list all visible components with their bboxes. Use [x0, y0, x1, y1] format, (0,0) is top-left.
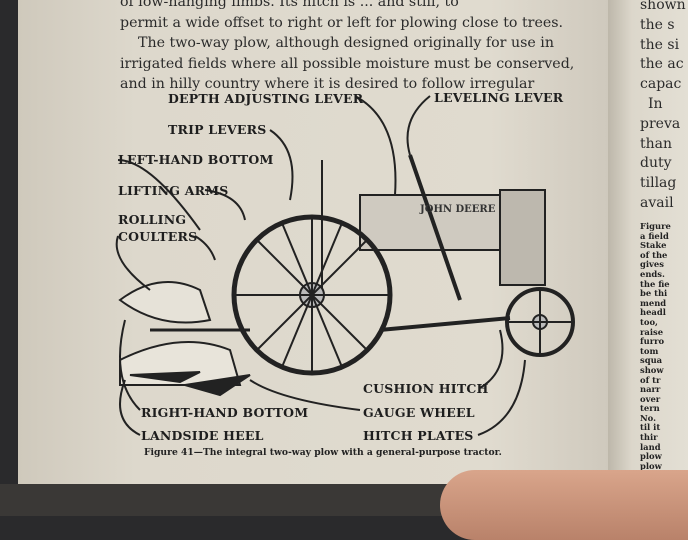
text-line: In: [648, 95, 663, 112]
text-line: avail: [640, 194, 674, 211]
leader-coulters: [194, 235, 216, 261]
text-line: The two-way plow, although designed orig…: [138, 35, 554, 51]
finger: [440, 470, 688, 540]
tractor-brand-logo: JOHN DEERE: [419, 204, 496, 215]
text-line: tillag: [640, 175, 677, 192]
leader-leveling: [406, 95, 431, 156]
text-line: shown: [640, 0, 686, 13]
label-rolling-coulters-2: COULTERS: [118, 229, 198, 244]
right-page-text: shown the s the si the ac capac In preva…: [640, 0, 686, 214]
text-line: thir: [640, 432, 658, 443]
label-trip-levers: TRIP LEVERS: [168, 122, 267, 137]
label-lifting-arms: LIFTING ARMS: [118, 183, 229, 198]
text-line: tern: [640, 403, 660, 414]
label-rolling-coulters-1: ROLLING: [118, 212, 187, 227]
text-line: Figure: [640, 221, 671, 231]
label-gauge-wheel: GAUGE WHEEL: [363, 405, 475, 420]
text-line: No.: [640, 412, 657, 423]
text-line: narr: [640, 384, 661, 395]
text-line: land: [640, 441, 661, 452]
landside-heel-shape: [184, 374, 251, 397]
text-line: show: [640, 364, 664, 375]
text-line: ends.: [640, 268, 665, 279]
leader-right-bottom: [119, 319, 141, 411]
text-line: duty: [640, 155, 672, 172]
hitch-beam: [379, 316, 511, 332]
text-line: of the: [640, 249, 668, 260]
text-line: the fie: [640, 278, 670, 289]
leader-left-bottom: [117, 159, 201, 231]
text-line: headl: [640, 307, 666, 318]
share-point: [129, 371, 201, 384]
figure-caption: Figure 41—The integral two-way plow with…: [144, 447, 502, 458]
label-depth-adjusting-lever: DEPTH ADJUSTING LEVER: [168, 91, 364, 106]
leveling-lever-rod: [408, 154, 462, 301]
label-hitch-plates: HITCH PLATES: [363, 428, 474, 443]
text-line: raise: [640, 326, 664, 337]
leader-lifting: [204, 189, 246, 221]
leader-landside: [119, 379, 141, 436]
text-line: mend: [640, 297, 667, 308]
text-line: over: [640, 393, 661, 404]
text-line: plow: [640, 451, 662, 462]
text-line: irrigated fields where all possible mois…: [120, 55, 575, 72]
text-line: of low-hanging limbs. Its hitch is ... a…: [120, 0, 459, 10]
text-line: permit a wide offset to right or left fo…: [120, 14, 564, 31]
label-right-hand-bottom: RIGHT-HAND BOTTOM: [141, 405, 309, 420]
text-line: too,: [640, 316, 658, 327]
leader-hitch-plates: [477, 359, 526, 436]
tractor-plow-illustration: JOHN DEERE: [115, 95, 547, 436]
leader-trip: [269, 129, 294, 201]
text-line: Stake: [640, 240, 667, 251]
text-line: the s: [640, 16, 675, 33]
label-cushion-hitch: CUSHION HITCH: [363, 381, 489, 396]
text-line: squa: [640, 355, 663, 366]
left-hand-bottom-shape: [118, 281, 212, 324]
right-page: [608, 0, 688, 490]
label-leveling-lever: LEVELING LEVER: [434, 90, 564, 105]
label-left-hand-bottom: LEFT-HAND BOTTOM: [118, 152, 274, 167]
text-line: gives: [640, 259, 664, 270]
leader-cushion: [479, 329, 504, 389]
leader-coulters-2: [115, 235, 151, 291]
text-line: furro: [640, 336, 665, 347]
label-landside-heel: LANDSIDE HEEL: [141, 428, 264, 443]
text-line: and in hilly country where it is desired…: [120, 76, 535, 92]
rear-wheel-spokes: [234, 217, 390, 373]
tractor-grille: [499, 189, 546, 286]
text-line: preva: [640, 115, 681, 132]
text-line: a field: [640, 230, 669, 241]
text-line: of tr: [640, 374, 661, 385]
text-line: the si: [640, 36, 680, 53]
text-line: plow: [640, 460, 662, 471]
body-text: of low-hanging limbs. Its hitch is ... a…: [120, 0, 575, 95]
leader-gauge: [249, 379, 361, 411]
text-line: tom: [640, 345, 659, 356]
text-line: til it: [640, 422, 661, 433]
text-line: the ac: [640, 56, 684, 73]
text-line: than: [640, 135, 673, 152]
text-line: be thi: [640, 288, 668, 299]
text-line: capac: [640, 76, 682, 93]
leader-depth: [354, 95, 397, 196]
